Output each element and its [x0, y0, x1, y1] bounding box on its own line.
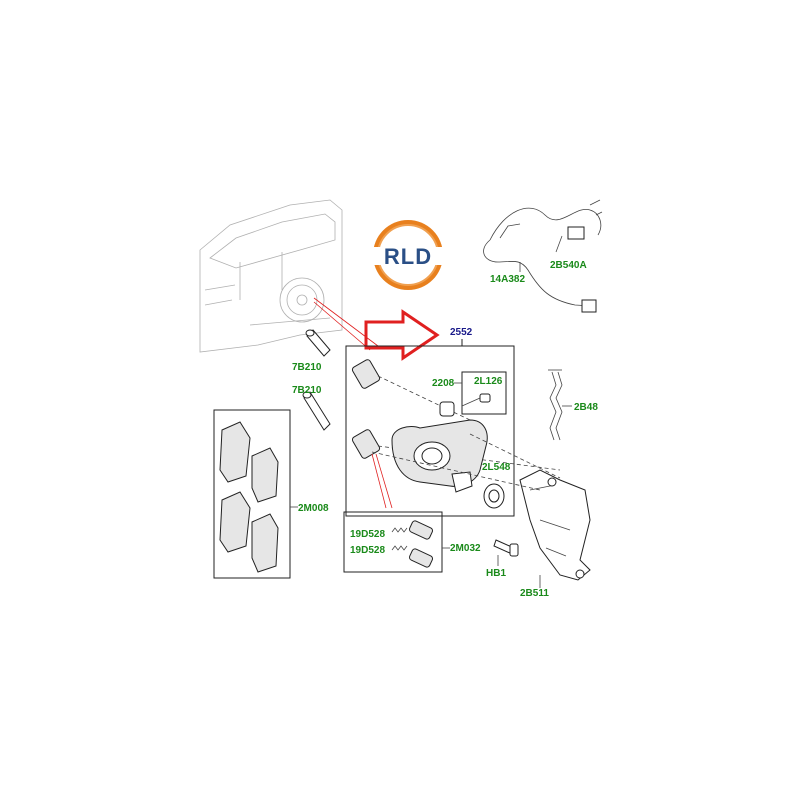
label-7b210-bottom: 7B210: [292, 385, 322, 396]
caliper-group-box: [345, 345, 515, 517]
bleed-screw: [461, 393, 491, 407]
label-2b48: 2B48: [574, 402, 598, 413]
label-2l126: 2L126: [474, 376, 503, 387]
spring-clip: [548, 369, 563, 441]
label-2m008: 2M008: [298, 503, 329, 514]
label-14a382: 14A382: [490, 274, 525, 285]
label-19d528-b: 19D528: [350, 545, 385, 556]
abs-sensor-harness: [483, 199, 603, 313]
kit-springs: [391, 527, 408, 551]
caliper-body: [391, 401, 488, 493]
kit-group-box: [343, 511, 443, 573]
pointer-arrow: [364, 309, 440, 361]
bleed-screw-box: [461, 371, 507, 415]
brake-pads: [219, 421, 279, 573]
vehicle-outline: [199, 199, 343, 353]
mounting-bolt: [493, 539, 519, 557]
label-hb1: HB1: [486, 568, 506, 579]
label-2208: 2208: [432, 378, 455, 389]
bushing-top: [351, 359, 381, 389]
label-2m032: 2M032: [450, 543, 481, 554]
guide-pin-top: [305, 329, 331, 357]
label-19d528-a: 19D528: [350, 529, 385, 540]
rld-logo: RLD: [373, 220, 443, 290]
caliper-carrier: [519, 469, 591, 581]
label-2552: 2552: [450, 327, 473, 338]
label-2l548: 2L548: [482, 462, 511, 473]
piston-seal: [483, 483, 505, 509]
label-7b210-top: 7B210: [292, 362, 322, 373]
logo-text: RLD: [384, 244, 432, 269]
kit-sleeves: [408, 520, 434, 568]
pads-group-box: [213, 409, 291, 579]
label-2b540a: 2B540A: [550, 260, 587, 271]
label-2b511: 2B511: [520, 588, 549, 599]
guide-pin-bottom: [302, 391, 331, 431]
